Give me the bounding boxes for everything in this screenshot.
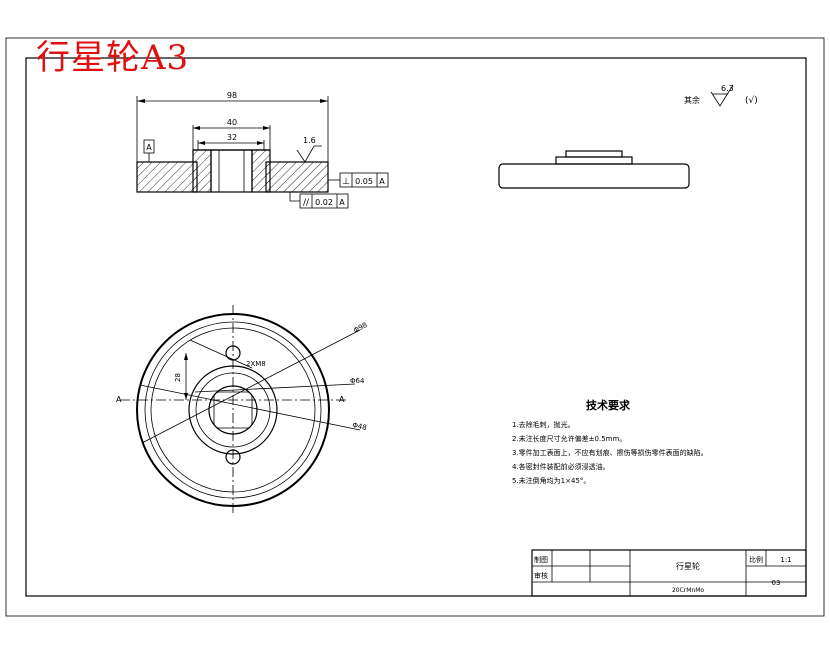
parallelism-frame <box>299 193 349 209</box>
tb-material: 20CrMnMo <box>672 587 704 594</box>
surface-finish-symbol <box>296 145 322 163</box>
leader-dia-mid <box>194 383 356 393</box>
section-mark-right: A <box>339 395 345 404</box>
leader-dia-inner <box>139 384 361 431</box>
tb-checked-label: 审核 <box>534 571 548 580</box>
svg-text://: // <box>303 198 310 208</box>
stamp-title: 行星轮A3 <box>36 38 190 78</box>
inner-border <box>25 57 807 597</box>
side-view-hub-base <box>555 156 633 165</box>
dia-inner-label: Φ48 <box>352 421 368 432</box>
tb-part-name: 行星轮 <box>676 561 700 571</box>
dia-mid-label: Φ64 <box>350 377 365 385</box>
front-view: A A Φ98 Φ64 Φ48 2XM8 28 <box>116 305 369 515</box>
outer-border <box>5 37 825 617</box>
dim-overall-width: 98 <box>227 91 237 100</box>
section-mark-left: A <box>116 395 122 404</box>
tb-drawn-label: 制图 <box>534 555 548 564</box>
side-view <box>498 150 690 189</box>
left-flange-section <box>136 161 198 193</box>
svg-text:A: A <box>379 177 385 186</box>
tb-scale-value: 1:1 <box>780 556 791 564</box>
roughness-value: 6.3 <box>721 84 734 93</box>
tech-title: 技术要求 <box>586 398 631 412</box>
tech-requirements: 技术要求 1.去除毛刺，抛光。 2.未注长度尺寸允许偏差±0.5mm。 3.零件… <box>512 398 708 485</box>
svg-text:⊥: ⊥ <box>342 177 350 187</box>
leader-holes <box>189 339 253 369</box>
roughness-symbol <box>710 84 734 107</box>
tb-drawing-no: 03 <box>772 579 781 587</box>
title-block: 制图 审核 行星轮 20CrMnMo 比例 1:1 03 <box>531 549 807 597</box>
tech-item-4: 4.各密封件装配前必须浸透油。 <box>512 462 610 471</box>
hole-spacing-label: 28 <box>174 373 182 382</box>
tech-item-1: 1.去除毛刺，抛光。 <box>512 420 575 429</box>
section-view: 98 40 32 A 1.6 ⊥ 0.05 A // 0.02 A <box>136 91 389 209</box>
left-hub-section <box>192 149 212 193</box>
datum-label: A <box>146 143 152 152</box>
dia-outer-label: Φ98 <box>352 321 368 335</box>
tech-item-5: 5.未注倒角均为1×45°。 <box>512 476 590 485</box>
surface-finish-value: 1.6 <box>303 136 316 145</box>
tb-scale-label: 比例 <box>749 555 763 564</box>
roughness-label: 其余 <box>684 95 700 105</box>
leader-dia-outer <box>141 329 361 444</box>
side-view-hub-top <box>565 150 623 158</box>
parallelism-value: 0.02 <box>315 198 333 207</box>
dim-hub-width: 40 <box>227 118 237 127</box>
roughness-note: 其余 6.3 (√) <box>684 84 758 107</box>
tech-item-2: 2.未注长度尺寸允许偏差±0.5mm。 <box>512 434 626 443</box>
right-flange-section <box>265 161 329 193</box>
tech-item-3: 3.零件加工表面上，不应有划痕、擦伤等损伤零件表面的缺陷。 <box>512 448 708 457</box>
side-view-body <box>498 163 690 189</box>
holes-label: 2XM8 <box>246 360 266 368</box>
svg-text:A: A <box>339 198 345 207</box>
dim-bore-width: 32 <box>227 133 237 142</box>
perpendicularity-frame <box>339 172 389 188</box>
perpendicularity-value: 0.05 <box>355 177 373 186</box>
roughness-bracket: (√) <box>745 95 758 106</box>
bore <box>210 149 253 193</box>
